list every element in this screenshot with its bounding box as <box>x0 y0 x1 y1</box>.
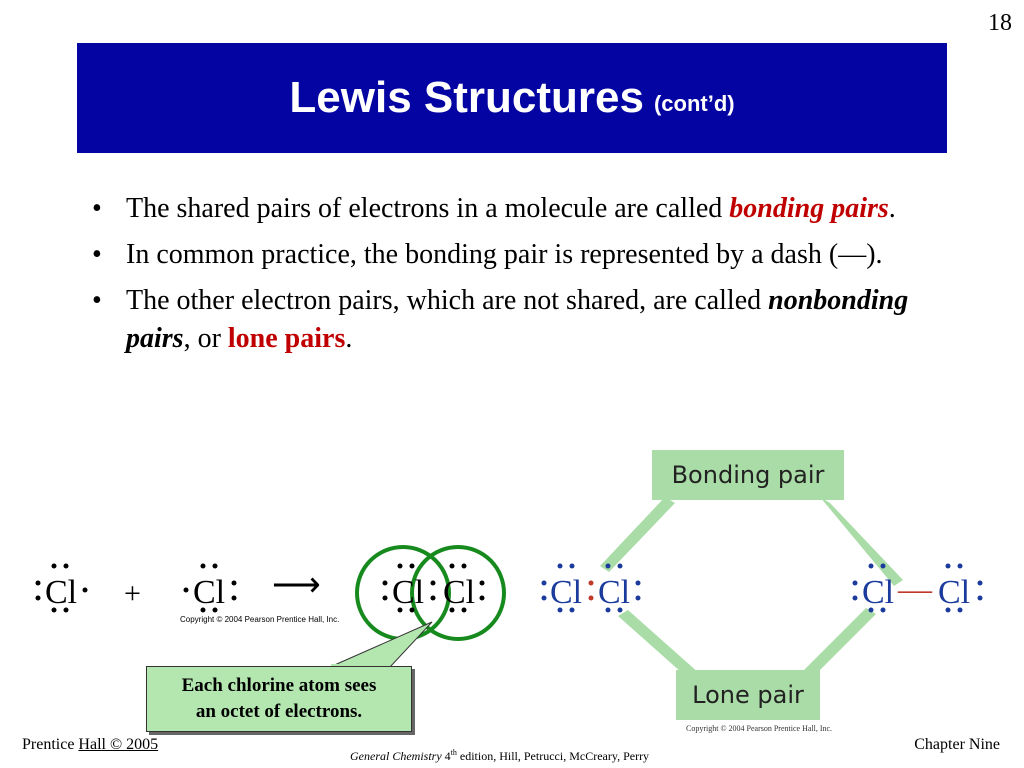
callout-pointer <box>329 621 433 668</box>
term-nonbonding-pairs: nonbonding pairs <box>126 285 909 354</box>
cl2-dash-structure: Cl — Cl <box>852 563 983 613</box>
cl2-dot-structure: Cl Cl <box>541 563 641 613</box>
slide-title: Lewis Structures <box>289 73 644 122</box>
term-lone-pairs: lone pairs <box>227 323 346 354</box>
lone-connector-lines <box>618 608 876 680</box>
svg-text:Cl: Cl <box>45 574 77 611</box>
cl2-molecule-circled: Cl Cl <box>382 563 485 613</box>
copyright-right: Copyright © 2004 Pearson Prentice Hall, … <box>686 724 832 733</box>
cl-atom-2: Cl <box>183 563 237 613</box>
svg-text:Cl: Cl <box>193 574 225 611</box>
bond-dash: — <box>897 571 933 608</box>
plus-sign: + <box>124 577 141 610</box>
cl-atom-1: Cl <box>35 563 88 613</box>
reaction-arrow: ⟶ <box>272 567 321 604</box>
slide-subtitle: (cont’d) <box>653 91 735 116</box>
slide-number: 18 <box>988 10 1012 36</box>
copyright-left: Copyright © 2004 Pearson Prentice Hall, … <box>180 615 339 624</box>
svg-text:Cl: Cl <box>550 574 582 611</box>
footer-publisher: Prentice Hall © 2005 <box>22 736 159 753</box>
footer-citation: General Chemistry 4th edition, Hill, Pet… <box>350 748 650 763</box>
svg-text:Cl: Cl <box>598 574 630 611</box>
octet-callout: Each chlorine atom sees an octet of elec… <box>146 666 412 732</box>
term-bonding-pairs: bonding pairs <box>729 193 889 224</box>
bullet-item: The other electron pairs, which are not … <box>92 282 932 358</box>
bullet-item: In common practice, the bonding pair is … <box>92 236 932 274</box>
bullet-list: The shared pairs of electrons in a molec… <box>92 190 932 366</box>
svg-text:Cl: Cl <box>862 574 894 611</box>
svg-text:Cl: Cl <box>392 574 424 611</box>
bonding-connector-lines <box>600 497 903 586</box>
title-bar: Lewis Structures (cont’d) <box>77 43 947 153</box>
lone-pair-label: Lone pair <box>676 670 820 720</box>
svg-text:Cl: Cl <box>938 574 970 611</box>
svg-text:Cl: Cl <box>443 574 475 611</box>
bonding-pair-label: Bonding pair <box>652 450 844 500</box>
octet-circle-right <box>410 545 506 641</box>
footer-chapter: Chapter Nine <box>914 736 1000 753</box>
bullet-item: The shared pairs of electrons in a molec… <box>92 190 932 228</box>
